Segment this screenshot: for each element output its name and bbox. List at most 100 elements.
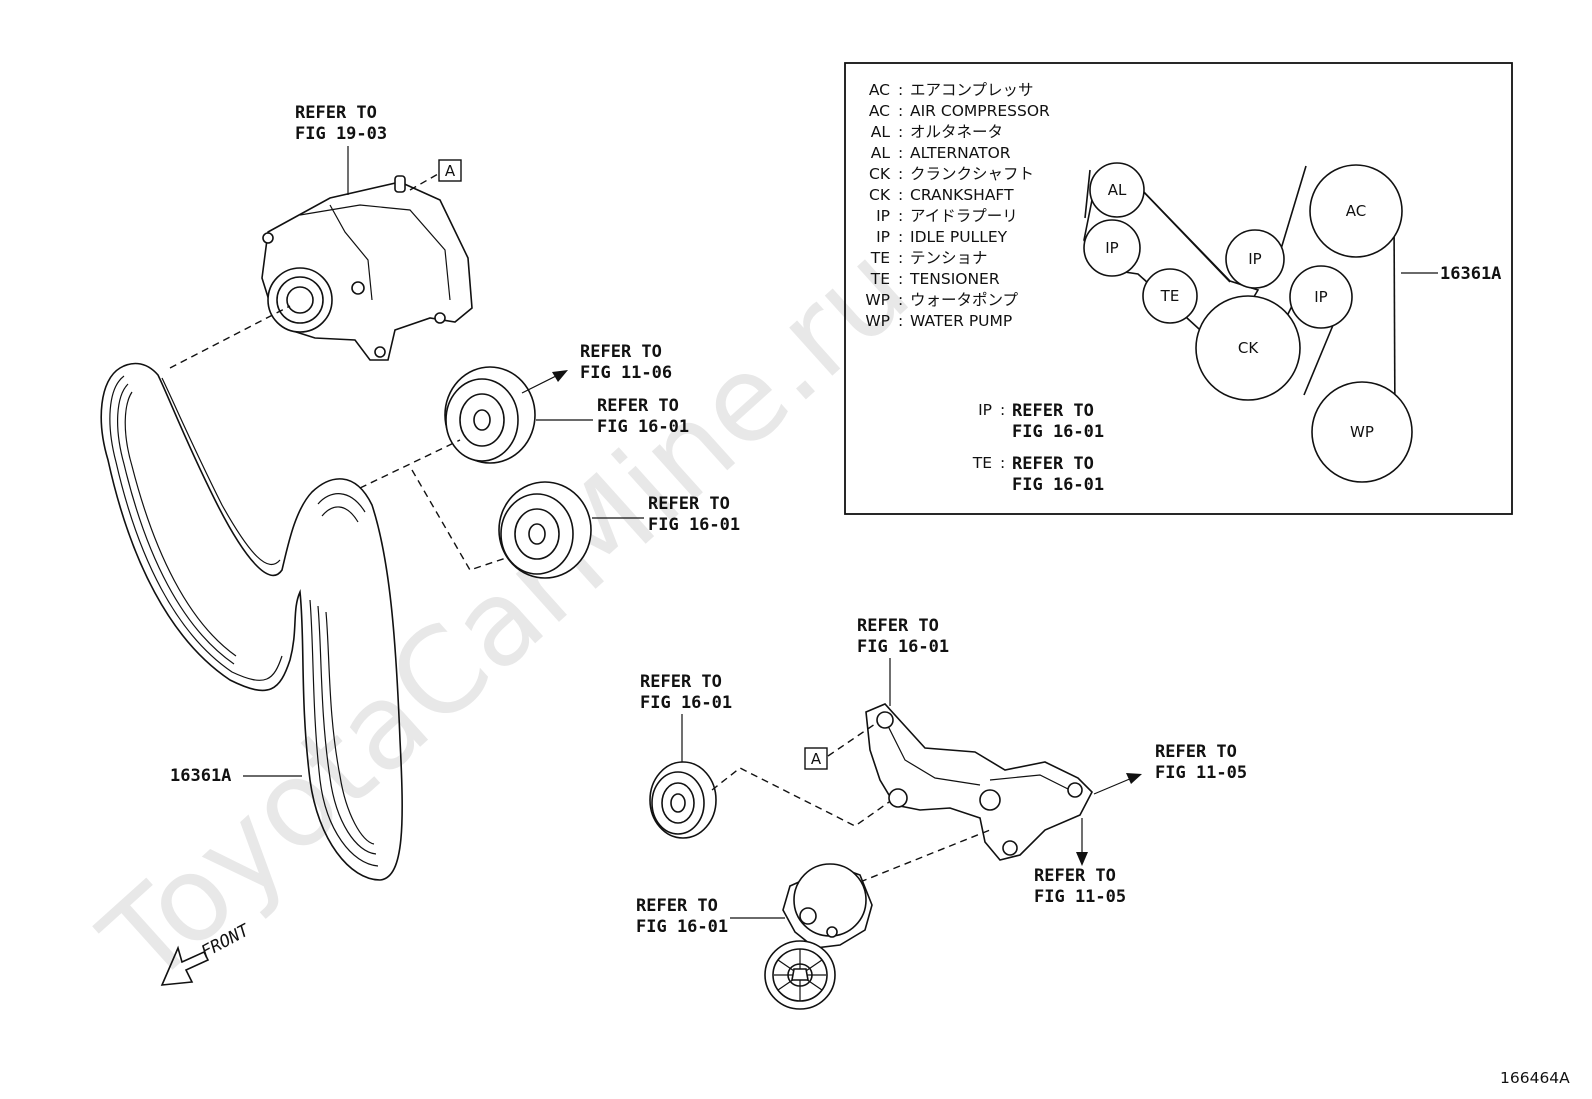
svg-text:FIG 19-03: FIG 19-03: [295, 124, 387, 144]
middle-idler-pulley: [498, 481, 592, 579]
svg-text:ALTERNATOR: ALTERNATOR: [910, 144, 1011, 162]
inset-ref-ip: IP : REFER TO FIG 16-01: [978, 401, 1104, 442]
svg-text::: :: [1000, 401, 1005, 419]
svg-text:オルタネータ: オルタネータ: [910, 123, 1003, 141]
svg-text::: :: [898, 81, 903, 99]
svg-text:IP: IP: [978, 401, 992, 419]
svg-text:CK: CK: [869, 186, 891, 204]
svg-text:CK: CK: [1238, 339, 1259, 357]
legend-row: AL: オルタネータ: [871, 123, 1003, 141]
svg-text:CRANKSHAFT: CRANKSHAFT: [910, 186, 1014, 204]
svg-text:REFER TO: REFER TO: [1012, 401, 1094, 421]
pulley-al: [1089, 162, 1145, 218]
svg-text:REFER TO: REFER TO: [1012, 454, 1094, 474]
bracket-ref-top-callout: REFER TO FIG 16-01: [857, 616, 949, 706]
svg-text::: :: [898, 144, 903, 162]
legend-row: AC: AIR COMPRESSOR: [869, 102, 1050, 120]
legend-row: TE: テンショナ: [870, 249, 988, 267]
bracket-ref-bottom-callout: REFER TO FIG 11-05: [1034, 818, 1126, 907]
svg-text:アイドラプーリ: アイドラプーリ: [910, 207, 1018, 225]
pulley-wp: [1311, 381, 1413, 483]
svg-text:16361A: 16361A: [170, 766, 231, 786]
diagram-id: 166464A: [1500, 1069, 1570, 1087]
svg-text::: :: [898, 249, 903, 267]
legend-row: CK:クランクシャフト: [869, 165, 1034, 183]
svg-text:AL: AL: [1108, 181, 1127, 199]
svg-text:REFER TO: REFER TO: [295, 103, 377, 123]
small-pulley-ref-callout: REFER TO FIG 16-01: [640, 672, 732, 762]
svg-text:IP: IP: [876, 207, 890, 225]
legend-row: AC: エアコンプレッサ: [869, 81, 1034, 99]
svg-text:AL: AL: [871, 144, 891, 162]
svg-text:AC: AC: [869, 81, 890, 99]
svg-text::: :: [898, 186, 903, 204]
svg-text:FIG 16-01: FIG 16-01: [648, 515, 740, 535]
upper-idler-pulley: [444, 366, 536, 464]
svg-text:エアコンプレッサ: エアコンプレッサ: [910, 81, 1034, 99]
legend-row: TE: TENSIONER: [870, 270, 1000, 288]
svg-text::: :: [898, 123, 903, 141]
ribbed-belt: [100, 362, 403, 881]
svg-text:WP: WP: [865, 312, 890, 330]
svg-text:FIG 16-01: FIG 16-01: [597, 417, 689, 437]
svg-text:IP: IP: [1248, 250, 1261, 268]
leader-belt-alternator: [169, 305, 291, 369]
svg-text::: :: [898, 102, 903, 120]
pulley-ip: [1083, 219, 1141, 277]
legend-row: WP: WATER PUMP: [865, 312, 1012, 330]
ref-marker-a-bottom: A: [804, 721, 879, 770]
svg-text:REFER TO: REFER TO: [597, 396, 679, 416]
svg-text:CK: CK: [869, 165, 891, 183]
middle-idler-ref-callout: REFER TO FIG 16-01: [592, 494, 740, 535]
svg-text:ウォータポンプ: ウォータポンプ: [910, 291, 1019, 309]
legend-row: CK: CRANKSHAFT: [869, 186, 1014, 204]
svg-text:FIG 16-01: FIG 16-01: [1012, 422, 1104, 442]
legend-row: WP:ウォータポンプ: [865, 291, 1018, 309]
svg-text:A: A: [445, 162, 456, 180]
svg-text:FIG 11-06: FIG 11-06: [580, 363, 672, 383]
svg-text:IP: IP: [1105, 239, 1118, 257]
svg-text:IP: IP: [1314, 288, 1327, 306]
svg-text:REFER TO: REFER TO: [1034, 866, 1116, 886]
svg-text:A: A: [811, 750, 822, 768]
svg-text:WATER PUMP: WATER PUMP: [910, 312, 1012, 330]
small-pulley: [649, 761, 717, 839]
legend-row: AL: ALTERNATOR: [871, 144, 1011, 162]
svg-text:FIG 16-01: FIG 16-01: [636, 917, 728, 937]
svg-text::: :: [898, 207, 903, 225]
svg-text:IDLE PULLEY: IDLE PULLEY: [910, 228, 1008, 246]
svg-text:AC: AC: [869, 102, 890, 120]
svg-text:TE: TE: [972, 454, 992, 472]
svg-text:REFER TO: REFER TO: [636, 896, 718, 916]
svg-text::: :: [898, 312, 903, 330]
pulley-ac: [1309, 164, 1403, 258]
svg-text:FIG 11-05: FIG 11-05: [1155, 763, 1247, 783]
bracket-ref-right-callout: REFER TO FIG 11-05: [1093, 742, 1247, 795]
svg-text:FIG 16-01: FIG 16-01: [1012, 475, 1104, 495]
svg-text:テンショナ: テンショナ: [910, 249, 988, 267]
svg-text:FIG 16-01: FIG 16-01: [640, 693, 732, 713]
leader-middle-idler: [411, 469, 516, 571]
svg-text:WP: WP: [865, 291, 890, 309]
svg-text::: :: [898, 228, 903, 246]
svg-text:TE: TE: [870, 270, 890, 288]
tensioner-ref-callout: REFER TO FIG 16-01: [636, 896, 785, 937]
svg-text:クランクシャフト: クランクシャフト: [910, 165, 1034, 183]
svg-text::: :: [898, 270, 903, 288]
svg-text:REFER TO: REFER TO: [640, 672, 722, 692]
legend-row: IP: アイドラプーリ: [876, 207, 1018, 225]
svg-text:TENSIONER: TENSIONER: [909, 270, 1000, 288]
inset-frame: [844, 62, 1513, 515]
pulley-ck: [1195, 295, 1301, 401]
svg-text:AIR COMPRESSOR: AIR COMPRESSOR: [910, 102, 1050, 120]
inset-ref-te: TE : REFER TO FIG 16-01: [972, 454, 1104, 495]
alternator-drawing: [261, 175, 473, 361]
leader-tensioner: [859, 829, 991, 883]
alternator-ref-callout: REFER TO FIG 19-03: [295, 103, 387, 195]
svg-text:AL: AL: [871, 123, 891, 141]
svg-text:REFER TO: REFER TO: [1155, 742, 1237, 762]
pulley-ip: [1289, 265, 1353, 329]
ref-marker-a-top: A: [409, 159, 462, 191]
svg-text:TE: TE: [870, 249, 890, 267]
